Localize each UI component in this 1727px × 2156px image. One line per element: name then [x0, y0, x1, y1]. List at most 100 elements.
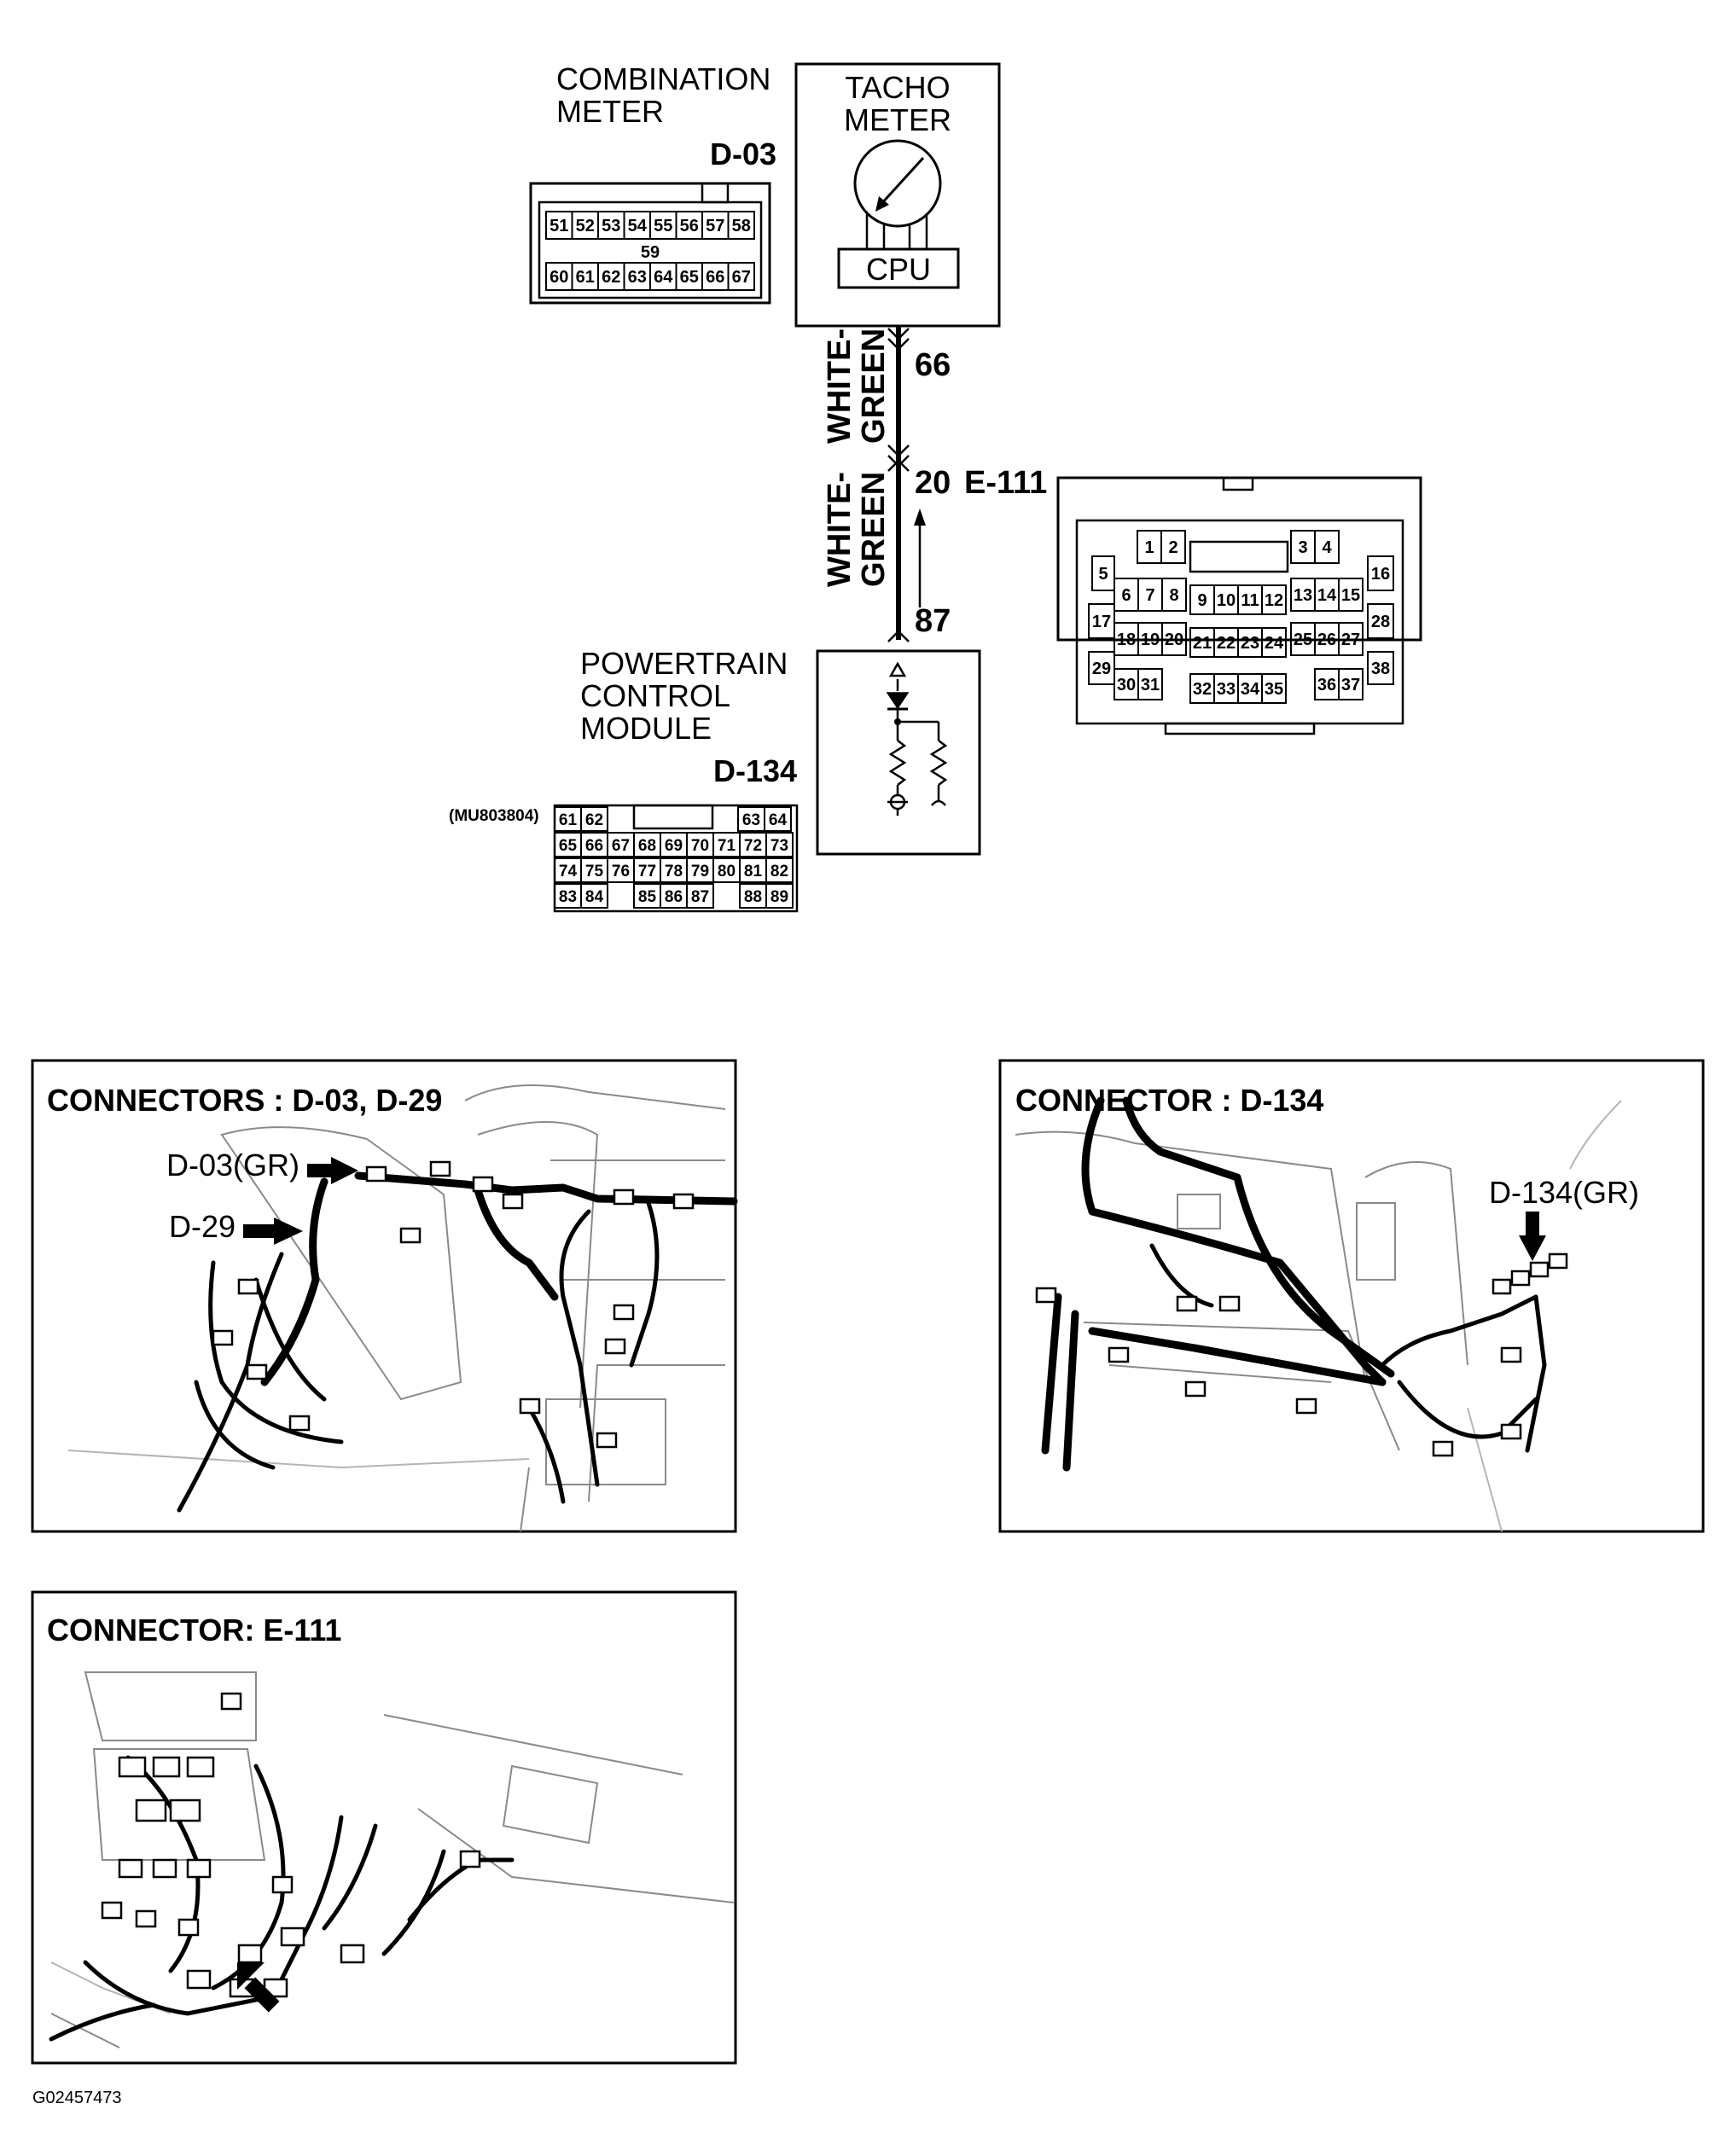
d03-pin-66: 66 [706, 268, 724, 287]
e111-pin-5-cell [1091, 555, 1115, 591]
e111-pin-36: 36 [1317, 676, 1336, 694]
tacho-gauge-icon [853, 139, 942, 228]
tacho-meter-label-1: TACHO [845, 70, 950, 105]
cpu-label: CPU [866, 252, 931, 287]
e111-pin-3: 3 [1298, 538, 1307, 557]
wire-color-upper-2: GREEN [856, 328, 892, 444]
d03-pin-60: 60 [550, 268, 568, 287]
e111-pin-34: 34 [1241, 680, 1260, 699]
e111-pin-5: 5 [1098, 565, 1108, 584]
d03-pin-65: 65 [680, 268, 699, 287]
panel-d03-title: CONNECTORS : D-03, D-29 [47, 1083, 442, 1118]
combination-meter-title-1: COMBINATION [556, 61, 770, 96]
d134-pin-74: 74 [559, 863, 578, 880]
e111-pin-2: 2 [1168, 538, 1178, 557]
e111-pin-2-cell [1160, 530, 1186, 564]
d134-pin-67: 67 [612, 837, 630, 855]
d134-pin-73: 73 [770, 837, 788, 855]
d134-pin-62: 62 [585, 811, 603, 829]
d134-pin-69: 69 [665, 837, 683, 855]
e111-label: E-111 [964, 465, 1047, 501]
d134-pin-86: 86 [665, 888, 683, 906]
d134-pin-77: 77 [638, 863, 656, 880]
d03-pin-67: 67 [732, 268, 751, 287]
d134-pin-66: 66 [585, 837, 603, 855]
e111-pin-4-cell [1314, 530, 1340, 564]
d134-pin-73-cell [765, 832, 794, 857]
e111-pin-31: 31 [1141, 676, 1160, 694]
d03-pin-56: 56 [680, 217, 699, 235]
e111-pin-23: 23 [1241, 634, 1259, 653]
e111-pin-15: 15 [1341, 586, 1360, 605]
e111-pin-16: 16 [1371, 565, 1390, 584]
e111-pin-8-cell [1161, 578, 1187, 612]
e111-pin-6: 6 [1121, 586, 1131, 605]
e111-pin-33: 33 [1217, 680, 1236, 699]
panel-connector-e111: CONNECTOR: E-111 [31, 1590, 737, 2065]
d134-pin-63: 63 [742, 811, 760, 829]
arrow-d134-icon [1519, 1212, 1546, 1261]
e111-pin-32: 32 [1193, 680, 1212, 699]
d03-connector-id: D-03 [710, 137, 776, 171]
panel-connector-d134: CONNECTOR : D-134 D-134(GR) [998, 1059, 1705, 1533]
d03-pin-58: 58 [732, 217, 751, 235]
d134-pin-70: 70 [691, 837, 709, 855]
e111-pin-12-cell [1261, 584, 1287, 615]
d134-pin-76: 76 [612, 863, 630, 880]
d134-pin-78: 78 [665, 863, 683, 880]
d134-pin-84-cell [580, 883, 608, 909]
d03-pin-55: 55 [654, 217, 672, 235]
callout-d134: D-134(GR) [1489, 1175, 1639, 1210]
e111-pin-4: 4 [1322, 538, 1332, 557]
d03-pin-54: 54 [628, 217, 648, 235]
panel-e111-title: CONNECTOR: E-111 [47, 1613, 341, 1648]
d134-pin-64: 64 [769, 811, 788, 829]
e111-pin-37: 37 [1341, 676, 1360, 694]
d134-pin-87: 87 [691, 888, 709, 906]
d03-pin-61: 61 [576, 268, 595, 287]
d03-pin-59: 59 [641, 243, 660, 262]
e111-pin-8: 8 [1169, 586, 1178, 605]
e111-pin-17-cell [1088, 603, 1115, 639]
d134-pin-71: 71 [718, 837, 736, 855]
d134-pin-82-cell [765, 857, 794, 883]
d134-pin-62-cell [580, 806, 608, 832]
e111-pin-17: 17 [1092, 613, 1111, 631]
pin-87-label: 87 [915, 603, 951, 639]
d03-pin-63: 63 [628, 268, 647, 287]
panel-d134-title: CONNECTOR : D-134 [1015, 1083, 1323, 1118]
e111-pin-19: 19 [1141, 631, 1160, 649]
e111-pin-12: 12 [1265, 591, 1283, 610]
d134-pin-85: 85 [638, 888, 657, 906]
e111-pin-35: 35 [1265, 680, 1283, 699]
e111-pin-15-cell [1338, 578, 1364, 612]
d134-pin-61: 61 [559, 811, 578, 829]
d134-pin-80: 80 [718, 863, 736, 880]
e111-pin-7: 7 [1145, 586, 1154, 605]
d134-connector-id: D-134 [713, 753, 797, 788]
callout-d03: D-03(GR) [166, 1148, 299, 1183]
e111-pin-20: 20 [1165, 631, 1183, 649]
e111-pin-28: 28 [1371, 613, 1390, 631]
e111-pin-10: 10 [1217, 591, 1236, 610]
e111-pin-24: 24 [1265, 634, 1284, 653]
d03-pin-52: 52 [576, 217, 595, 235]
e111-pin-26: 26 [1317, 631, 1336, 649]
arrow-e111-icon [237, 1962, 280, 2013]
d134-pin-89: 89 [770, 888, 788, 906]
d134-pin-68: 68 [638, 837, 656, 855]
e111-pin-21: 21 [1193, 634, 1212, 653]
tacho-meter-label-2: METER [844, 102, 951, 137]
arrow-d29-icon [243, 1217, 303, 1245]
pcm-title-2: CONTROL [580, 678, 730, 713]
e111-pin-11: 11 [1241, 591, 1259, 610]
pcm-part-number: (MU803804) [449, 807, 539, 825]
pin-20-label: 20 [915, 465, 951, 501]
e111-pin-9: 9 [1197, 591, 1207, 610]
e111-pin-20-cell [1161, 622, 1187, 656]
d134-pin-65: 65 [559, 837, 578, 855]
d134-pin-64-cell [764, 806, 792, 832]
e111-pin-35-cell [1261, 673, 1287, 704]
